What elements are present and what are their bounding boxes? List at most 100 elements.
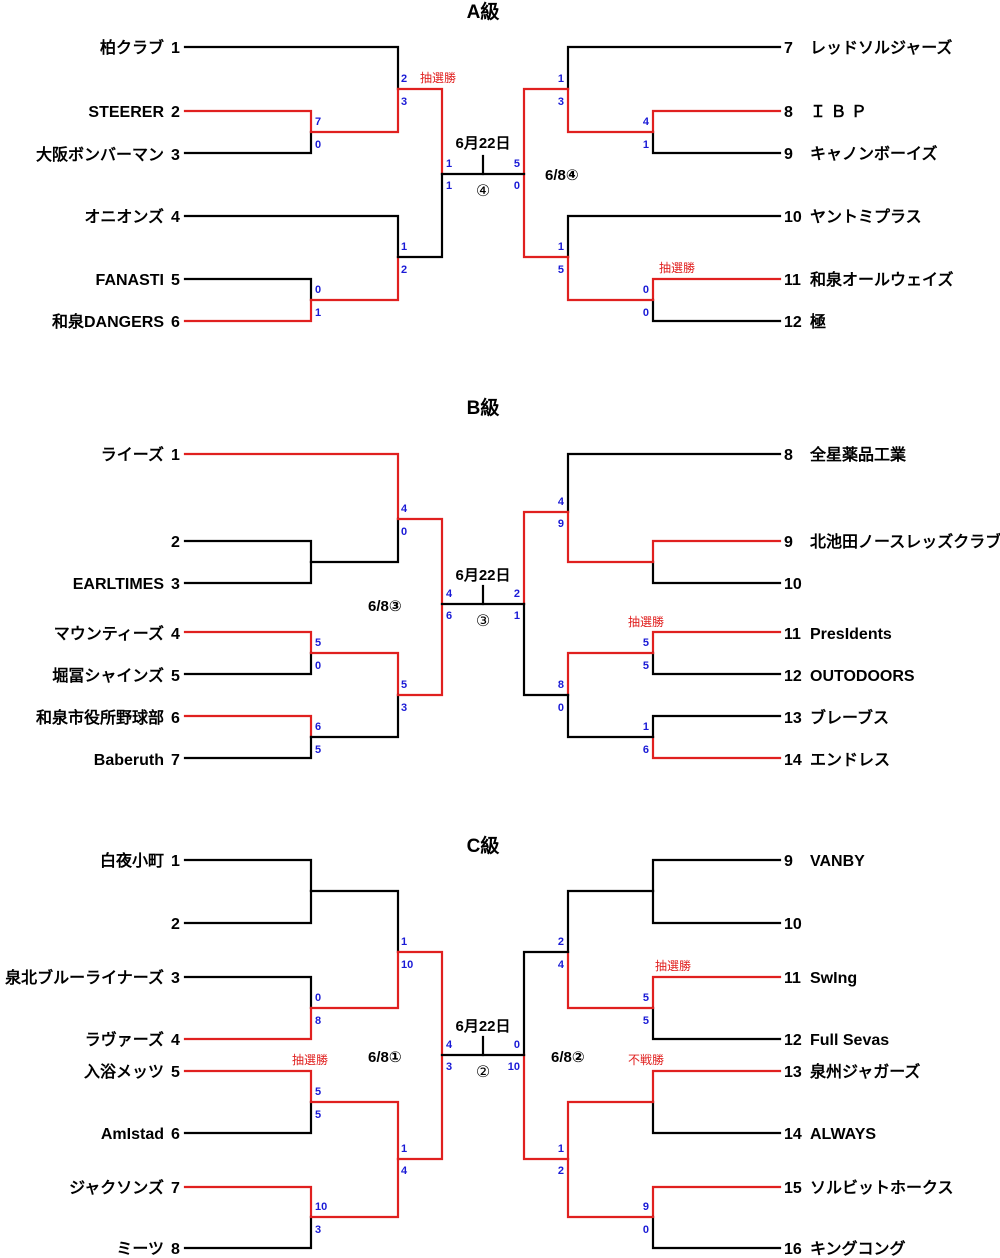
team-name: OUTODOORS — [810, 668, 915, 685]
team-number: 3 — [171, 576, 180, 593]
final-score: 1 — [514, 610, 520, 622]
bracket-line — [309, 950, 400, 1010]
team-name: ヤントミプラス — [810, 207, 922, 226]
bracket-line — [309, 87, 400, 134]
team-number: 9 — [784, 146, 793, 163]
team-name: 和泉オールウェイズ — [810, 270, 954, 289]
bracket-line — [522, 950, 570, 1057]
score: 1 — [315, 307, 321, 319]
score: 0 — [315, 284, 321, 296]
bracket-line — [183, 298, 313, 323]
score: 8 — [315, 1015, 321, 1027]
bracket-line — [566, 255, 655, 302]
bracket-line — [566, 1100, 655, 1161]
bracket-line — [651, 298, 782, 323]
team-name: ミーツ — [116, 1241, 164, 1258]
lottery-win-note: 抽選勝 — [655, 958, 691, 973]
team-name: オニオンズ — [84, 207, 164, 226]
team-number: 2 — [171, 916, 180, 933]
team-name: エンドレス — [810, 752, 890, 769]
score: 6 — [315, 721, 321, 733]
team-number: 12 — [784, 668, 802, 685]
bracket-line — [183, 214, 400, 259]
team-name: ジャクソンズ — [69, 1178, 164, 1197]
score: 1 — [401, 936, 407, 948]
bracket-line — [396, 172, 444, 259]
team-number: 6 — [171, 1126, 180, 1143]
score: 0 — [643, 307, 649, 319]
score: 1 — [558, 73, 564, 85]
bracket-line — [183, 975, 313, 1010]
score: 3 — [401, 96, 407, 108]
team-number: 5 — [171, 1064, 180, 1081]
bracket-line — [183, 889, 313, 925]
bracket-line — [396, 87, 444, 176]
score: 1 — [401, 241, 407, 253]
team-number: 2 — [171, 104, 180, 121]
semifinal-date: 6/8① — [368, 1049, 402, 1066]
team-number: 6 — [171, 710, 180, 727]
semifinal-date: 6/8② — [551, 1049, 585, 1066]
bracket-line — [183, 277, 313, 302]
game-number: ④ — [476, 183, 490, 200]
score: 3 — [315, 1224, 321, 1236]
team-number: 16 — [784, 1241, 802, 1258]
bracket-line — [183, 452, 400, 521]
team-number: 7 — [171, 1180, 180, 1197]
score: 5 — [315, 637, 321, 649]
team-name: 和泉市役所野球部 — [36, 708, 164, 727]
team-name: 柏クラブ — [100, 38, 164, 57]
bracket-a: A級 柏クラブ 1 STEERER 2 大阪ボンバーマン 3 オニオンズ 4 F… — [36, 0, 954, 331]
bracket-line — [183, 45, 400, 91]
team-name: 北池田ノースレッズクラブ — [810, 532, 1000, 551]
team-name: 大阪ボンバーマン — [36, 145, 164, 164]
score: 1 — [401, 1143, 407, 1155]
bracket-line — [309, 517, 400, 564]
bracket-line — [183, 714, 313, 739]
team-name: PresIdents — [810, 626, 892, 643]
score: 1 — [643, 139, 649, 151]
team-name: AmIstad — [101, 1126, 164, 1143]
bracket-line — [183, 735, 313, 760]
team-number: 7 — [784, 40, 793, 57]
team-number: 6 — [171, 314, 180, 331]
bracket-title: B級 — [467, 396, 500, 419]
score: 5 — [401, 679, 407, 691]
bracket-line — [651, 539, 782, 564]
final-score: 10 — [508, 1061, 520, 1073]
bracket-line — [651, 889, 782, 925]
bracket-line — [522, 1053, 570, 1161]
bracket-line — [651, 858, 782, 893]
final-score: 1 — [446, 180, 452, 192]
bracket-line — [651, 714, 782, 739]
team-name: ALWAYS — [810, 1126, 876, 1143]
team-name: 泉北ブルーライナーズ — [5, 968, 164, 987]
team-name: Full Sevas — [810, 1032, 889, 1049]
team-number: 13 — [784, 1064, 802, 1081]
score: 9 — [643, 1201, 649, 1213]
team-number: 5 — [171, 668, 180, 685]
team-number: 10 — [784, 916, 802, 933]
lottery-win-note: 抽選勝 — [292, 1052, 328, 1067]
team-number: 3 — [171, 970, 180, 987]
bracket-line — [309, 693, 400, 739]
score: 2 — [558, 1165, 564, 1177]
team-name: レッドソルジャーズ — [810, 38, 952, 57]
score: 0 — [643, 284, 649, 296]
team-name: STEERER — [88, 104, 164, 121]
bracket-line — [183, 1185, 313, 1219]
team-name: ブレーブス — [810, 708, 889, 727]
bracket-line — [183, 560, 313, 585]
bracket-line — [566, 1157, 655, 1219]
bracket-line — [651, 1215, 782, 1250]
final-date: 6月22日 — [455, 567, 510, 584]
score: 0 — [315, 660, 321, 672]
bracket-line — [522, 172, 570, 259]
final-date: 6月22日 — [455, 135, 510, 152]
team-name: 堀冨シャインズ — [52, 666, 164, 685]
team-number: 12 — [784, 314, 802, 331]
bracket-line — [183, 1069, 313, 1104]
team-name: 極 — [809, 312, 826, 331]
team-name: ライーズ — [101, 445, 164, 464]
bracket-line — [566, 510, 655, 564]
